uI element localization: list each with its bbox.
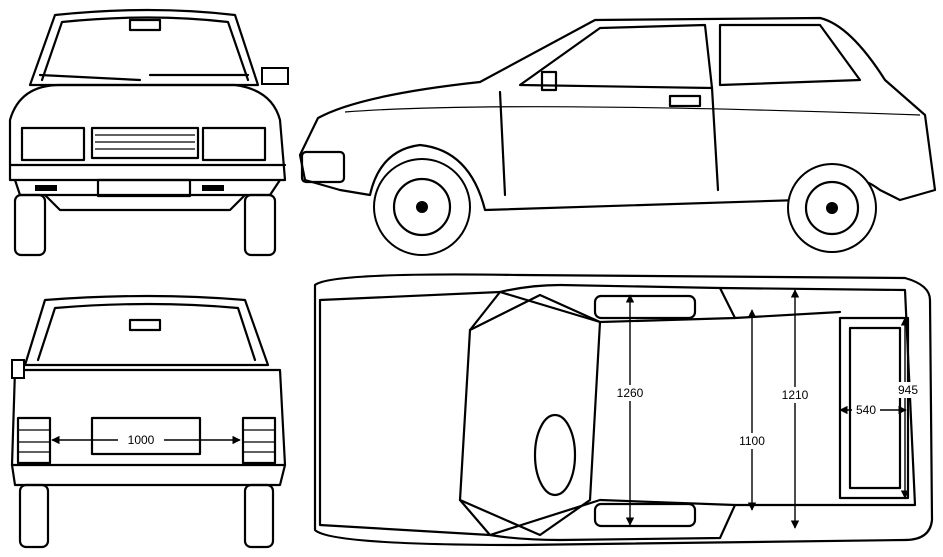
front-view [8, 8, 289, 257]
rear-view: 1000 [10, 294, 287, 549]
dimension-rear-width: 1000 [128, 433, 155, 447]
side-view [298, 16, 937, 256]
dimension-trunk-width: 945 [898, 383, 918, 397]
dimension-trunk-length: 540 [856, 403, 876, 417]
dimension-rear-length: 1210 [782, 388, 809, 402]
top-view: 1260 1210 1100 945 540 [313, 273, 934, 547]
dimension-interior-width: 1100 [739, 434, 765, 448]
dimension-front-length: 1260 [617, 386, 644, 400]
